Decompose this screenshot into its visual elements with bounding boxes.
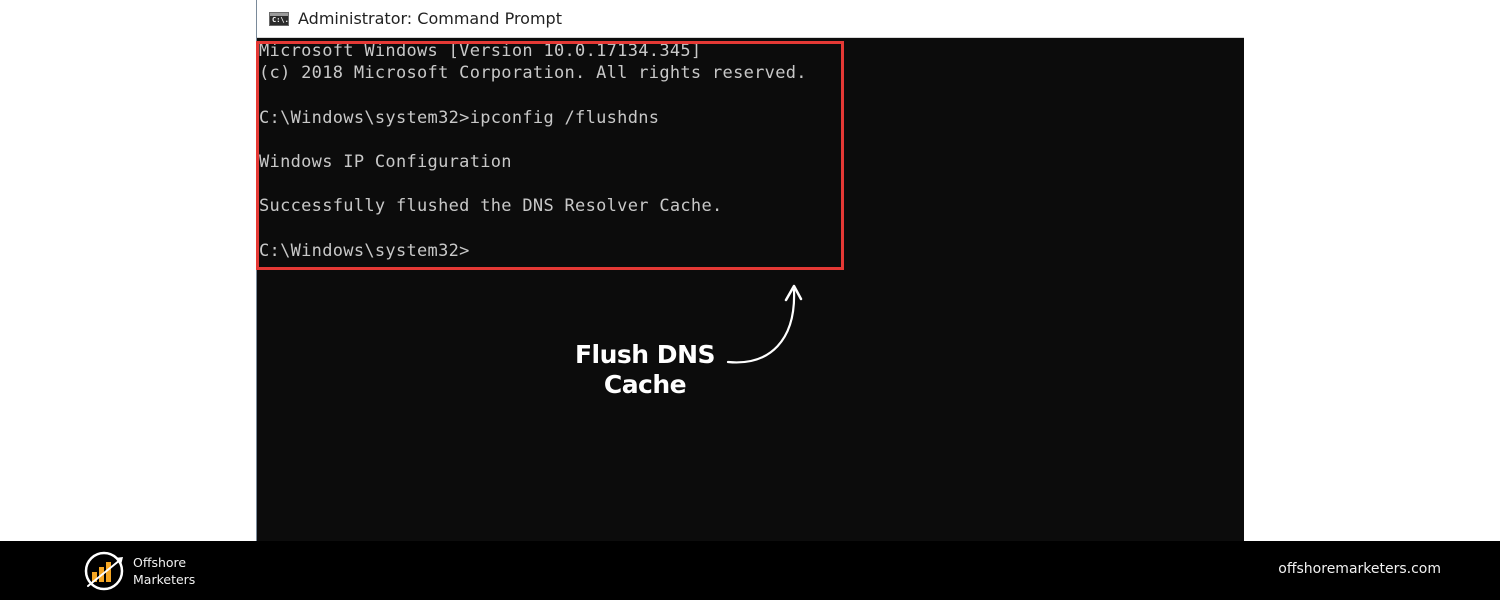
- brand-name: Offshore Marketers: [133, 555, 196, 587]
- brand-logo[interactable]: Offshore Marketers: [82, 550, 195, 592]
- annotation-line-2: Cache: [603, 370, 687, 399]
- highlight-box: [256, 41, 844, 270]
- annotation-line-1: Flush DNS: [574, 340, 716, 369]
- annotation-label: Flush DNS Cache: [560, 340, 730, 400]
- console-line: Microsoft Windows [Version 10.0.17134.34…: [259, 41, 702, 61]
- website-link[interactable]: offshoremarketers.com: [1278, 561, 1441, 577]
- console-command-line: C:\Windows\system32>ipconfig /flushdns: [259, 107, 660, 128]
- window-titlebar[interactable]: C:\. Administrator: Command Prompt: [257, 0, 1244, 38]
- console-output[interactable]: Microsoft Windows [Version 10.0.17134.34…: [257, 40, 1244, 262]
- window-title: Administrator: Command Prompt: [298, 9, 562, 28]
- curved-arrow-up-icon: [726, 284, 803, 364]
- console-prompt-line: C:\Windows\system32>: [259, 240, 470, 261]
- cmd-icon: C:\.: [269, 11, 289, 26]
- console-success-line: Successfully flushed the DNS Resolver Ca…: [259, 196, 723, 217]
- command-prompt-window: C:\. Administrator: Command Prompt Micro…: [256, 0, 1244, 541]
- console-line: (c) 2018 Microsoft Corporation. All righ…: [259, 63, 807, 84]
- footer-bar: Offshore Marketers offshoremarketers.com: [0, 541, 1500, 600]
- console-line: Windows IP Configuration: [259, 151, 512, 172]
- chart-growth-logo-icon: [84, 551, 124, 591]
